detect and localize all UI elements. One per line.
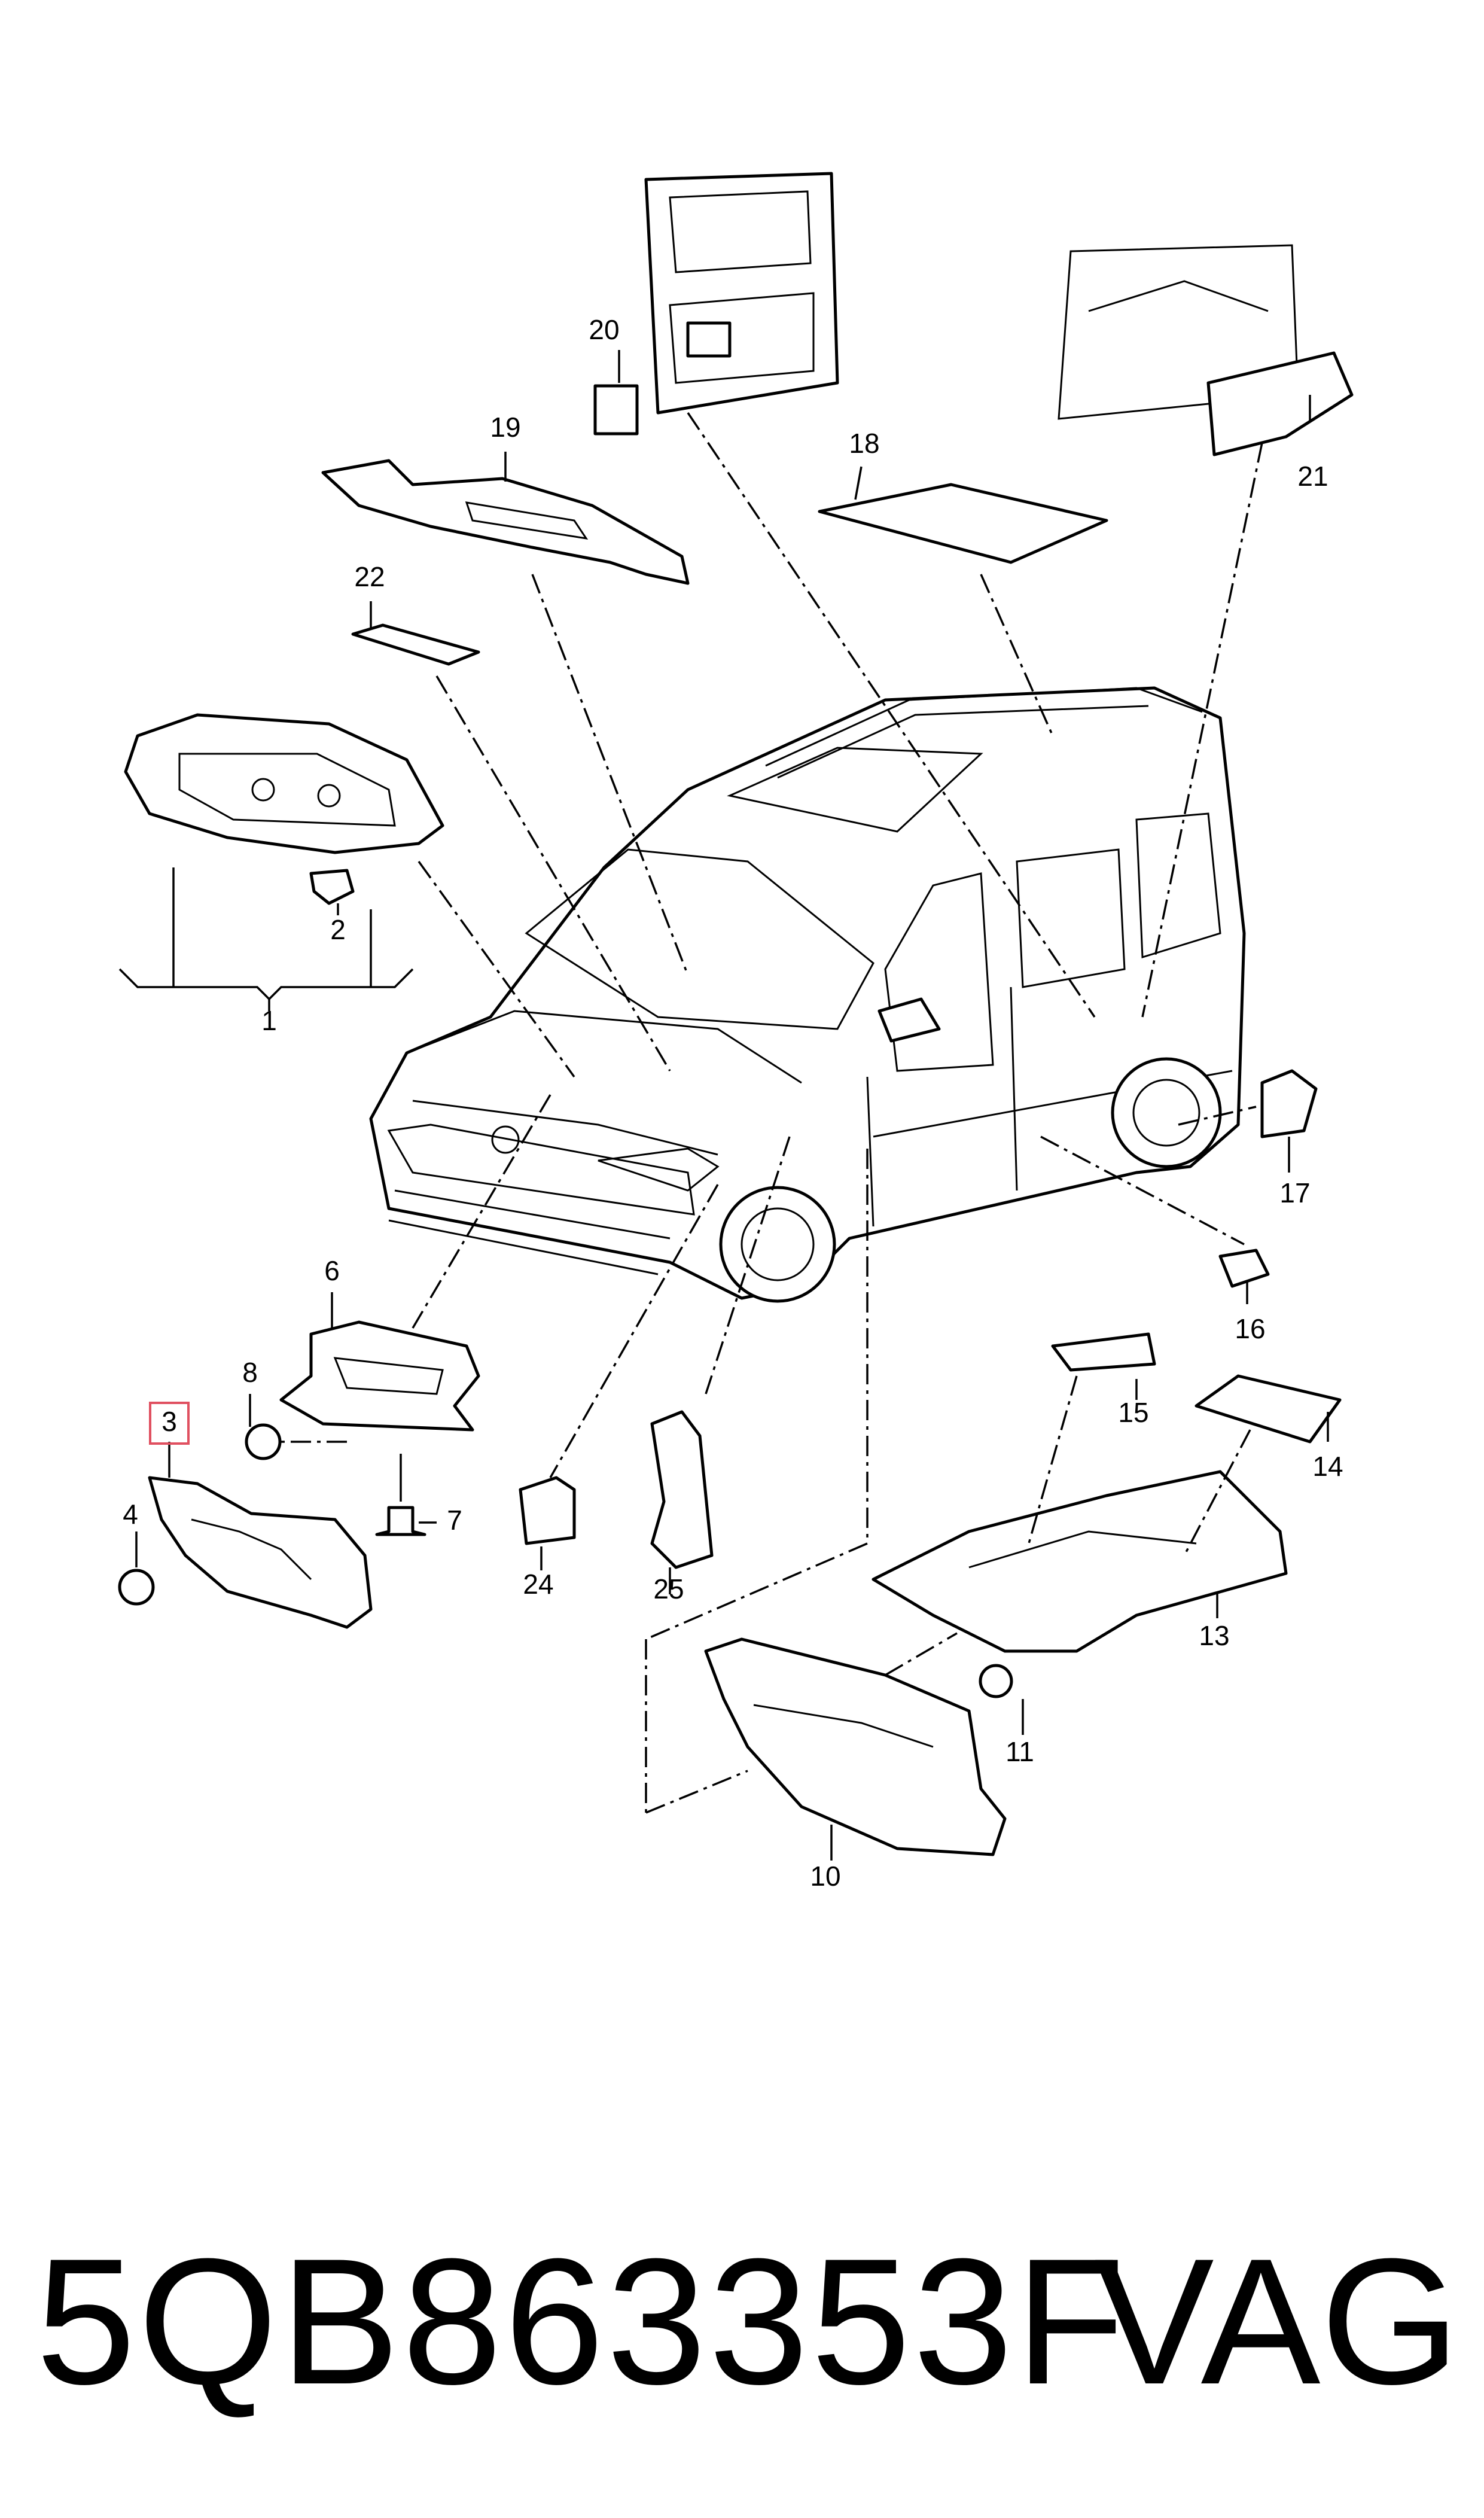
part-3-insulation	[148, 1476, 373, 1629]
part-8-grommet	[245, 1423, 282, 1460]
part-21-rear-panel	[1058, 244, 1354, 456]
part-25-bracket	[650, 1410, 714, 1569]
callout-11: 11	[1005, 1736, 1034, 1767]
part-15-pad	[1051, 1332, 1156, 1372]
callout-16: 16	[1235, 1313, 1265, 1344]
callout-10: 10	[810, 1861, 840, 1892]
callout-8: 8	[242, 1357, 258, 1388]
callout-19: 19	[490, 412, 520, 443]
callout-17: 17	[1279, 1177, 1310, 1208]
part-1-bonnet-insulation	[124, 713, 444, 854]
callout-1: 1	[261, 1005, 277, 1036]
part-10-dash-insulation	[704, 1637, 1007, 1856]
part-6-heat-shield	[279, 1320, 480, 1432]
brand-name: VAG	[1094, 2221, 1460, 2422]
callout-18: 18	[849, 428, 879, 459]
part-7-clip	[375, 1506, 426, 1536]
callout-24: 24	[523, 1569, 553, 1600]
highlight-box	[149, 1402, 190, 1445]
part-16-trim	[1218, 1249, 1270, 1288]
part-number: 5QB863353F	[36, 2221, 1128, 2422]
callout-14: 14	[1312, 1451, 1343, 1482]
part-22-pad	[351, 623, 480, 666]
callout-25: 25	[653, 1573, 684, 1604]
callout-15: 15	[1118, 1397, 1148, 1428]
callout-6: 6	[324, 1255, 340, 1286]
callout-20: 20	[589, 314, 619, 345]
callout-2: 2	[330, 914, 346, 945]
part-24-block	[519, 1476, 576, 1545]
part-13-floor-insulation	[871, 1470, 1288, 1653]
part-11-fastener	[979, 1664, 1013, 1698]
part-19-strip	[321, 459, 690, 585]
part-4-grommet	[118, 1569, 155, 1606]
callout-21: 21	[1297, 461, 1328, 492]
part-20-rear-door	[593, 172, 839, 436]
parts-exploded-diagram: 1 2 3 4 6 7 8 10 11 13 14 15 16 17 18 19…	[118, 172, 1354, 1892]
part-20-pad	[593, 384, 639, 436]
part-17-trim	[1260, 1069, 1318, 1138]
callout-7: 7	[447, 1505, 462, 1536]
part-14-pad	[1194, 1374, 1342, 1444]
leader-lines	[118, 350, 1329, 1861]
callout-13: 13	[1199, 1620, 1229, 1651]
part-2-clip	[309, 869, 355, 905]
part-18-roof-sheet	[818, 483, 1108, 564]
callout-4: 4	[123, 1499, 138, 1530]
vehicle-illustration	[369, 686, 1246, 1303]
callout-labels: 1 2 3 4 6 7 8 10 11 13 14 15 16 17 18 19…	[123, 314, 1343, 1892]
callout-3: 3	[161, 1406, 177, 1437]
callout-22: 22	[354, 561, 385, 592]
